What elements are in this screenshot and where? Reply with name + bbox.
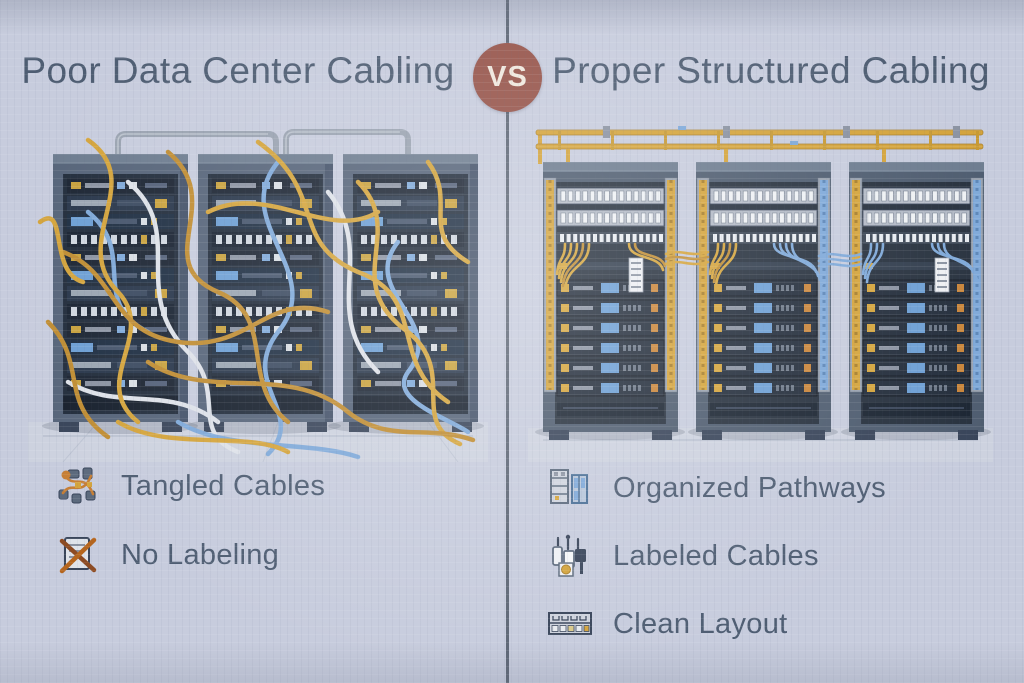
tangled-cables-overlay [37, 137, 476, 460]
feature-label: Clean Layout [613, 607, 788, 640]
cable-bundles [555, 242, 979, 292]
floor [28, 418, 488, 462]
feature-organized-pathways: Organized Pathways [547, 465, 886, 511]
feature-label: No Labeling [121, 538, 280, 571]
no-labeling-icon [59, 537, 97, 574]
labeled-cables-icon [552, 534, 586, 577]
feature-label: Tangled Cables [121, 469, 326, 502]
feature-tangled-cables: Tangled Cables [55, 463, 325, 509]
tangled-cables-icon [58, 467, 96, 504]
overhead-cable-tray [535, 126, 984, 167]
feature-labeled-cables: Labeled Cables [547, 533, 886, 579]
server-rack-3 [849, 162, 984, 440]
feature-label: Labeled Cables [613, 539, 819, 572]
center-divider-line [506, 0, 509, 683]
rack-label-tag [628, 257, 644, 293]
left-feature-list: Tangled Cables No Labeling [55, 463, 325, 578]
rack-label-tag [934, 257, 950, 293]
feature-clean-layout: Clean Layout [547, 601, 886, 647]
server-rack-3 [343, 154, 478, 432]
structured-cabling-illustration [528, 126, 993, 462]
organized-pathways-icon [550, 469, 588, 504]
right-feature-list: Organized Pathways Labeled Cables [547, 465, 886, 647]
server-rack-1 [543, 162, 678, 440]
overhead-conduits [115, 129, 411, 158]
feature-no-labeling: No Labeling [55, 532, 325, 578]
poor-cabling-illustration [28, 129, 488, 462]
server-rack-2 [696, 162, 831, 440]
feature-label: Organized Pathways [613, 471, 886, 504]
left-title: Poor Data Center Cabling [21, 50, 455, 91]
vs-badge: VS [473, 43, 542, 112]
right-title: Proper Structured Cabling [552, 50, 990, 91]
clean-layout-icon [548, 612, 592, 635]
